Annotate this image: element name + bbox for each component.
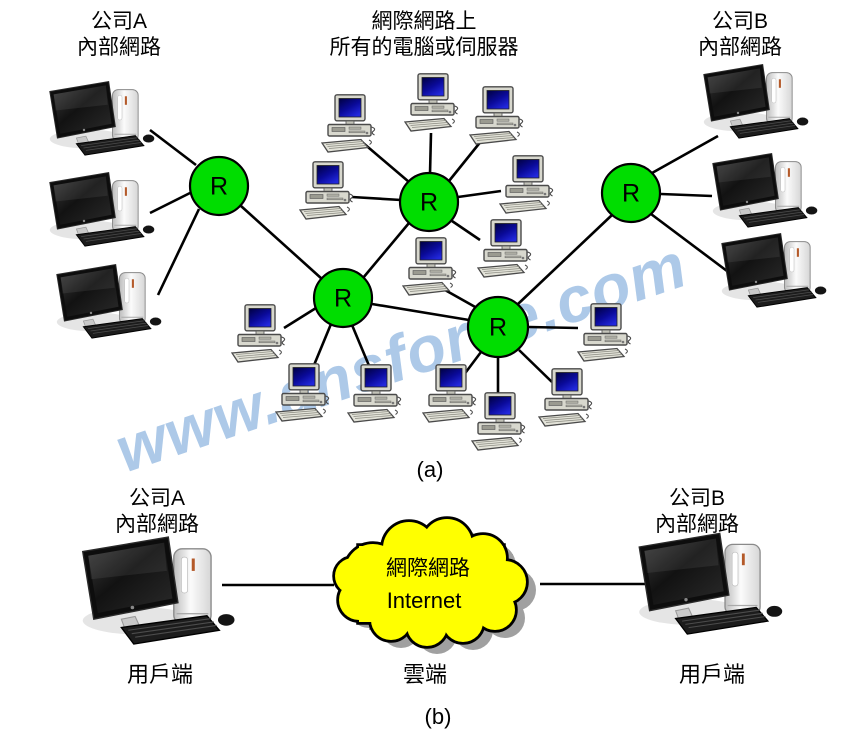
network-link (517, 214, 613, 305)
network-link (350, 324, 372, 369)
workstation-computer-icon (49, 172, 155, 247)
router-core-right: R (466, 295, 530, 359)
workstation-computer-icon (49, 81, 155, 156)
workstation-computer-icon (56, 264, 162, 339)
network-link (528, 325, 579, 330)
router-circle (466, 295, 530, 359)
network-link (650, 212, 728, 273)
workstation-computer-icon (712, 153, 818, 228)
router-company-a: R (188, 155, 250, 217)
desktop-computer-icon (577, 303, 632, 362)
network-link (361, 141, 410, 183)
network-nodes-layer: R R R R R (49, 64, 827, 645)
network-link (518, 349, 553, 383)
desktop-computer-icon (404, 73, 459, 132)
network-link (156, 208, 201, 296)
desktop-computer-icon (477, 219, 532, 278)
desktop-computer-icon (275, 363, 330, 422)
network-link (428, 132, 433, 175)
network-link (447, 139, 484, 182)
network-links-layer (149, 128, 728, 587)
workstation-computer-icon (82, 536, 236, 645)
desktop-computer-icon (422, 364, 477, 423)
router-label: R (334, 285, 352, 313)
desktop-computer-icon (499, 155, 554, 214)
desktop-computer-icon (469, 86, 524, 145)
router-circle (188, 155, 250, 217)
desktop-computer-icon (231, 304, 286, 363)
network-link (149, 191, 191, 215)
network-link (651, 134, 719, 175)
router-circle (600, 162, 662, 224)
router-label: R (622, 180, 640, 208)
router-label: R (420, 189, 438, 217)
router-label: R (489, 314, 507, 342)
router-label: R (210, 173, 228, 201)
network-link (240, 205, 323, 280)
network-link (283, 306, 317, 330)
router-company-b: R (600, 162, 662, 224)
network-link (351, 195, 402, 202)
router-core-top: R (398, 171, 460, 233)
network-link (457, 189, 502, 199)
workstation-computer-icon (638, 532, 783, 635)
workstation-computer-icon (703, 64, 809, 139)
desktop-computer-icon (347, 364, 402, 423)
network-link (371, 302, 470, 322)
desktop-computer-icon (402, 237, 457, 296)
network-link (310, 323, 333, 371)
router-circle (398, 171, 460, 233)
router-circle (312, 267, 374, 329)
desktop-computer-icon (321, 94, 376, 153)
network-link (451, 219, 481, 242)
internet-cloud (335, 519, 536, 654)
network-link (362, 222, 410, 279)
network-link (149, 128, 197, 167)
network-link (444, 288, 478, 310)
network-link (660, 192, 713, 198)
desktop-computer-icon (471, 392, 526, 451)
workstation-computer-icon (721, 233, 827, 308)
desktop-computer-icon (299, 161, 354, 220)
router-core-left: R (312, 267, 374, 329)
